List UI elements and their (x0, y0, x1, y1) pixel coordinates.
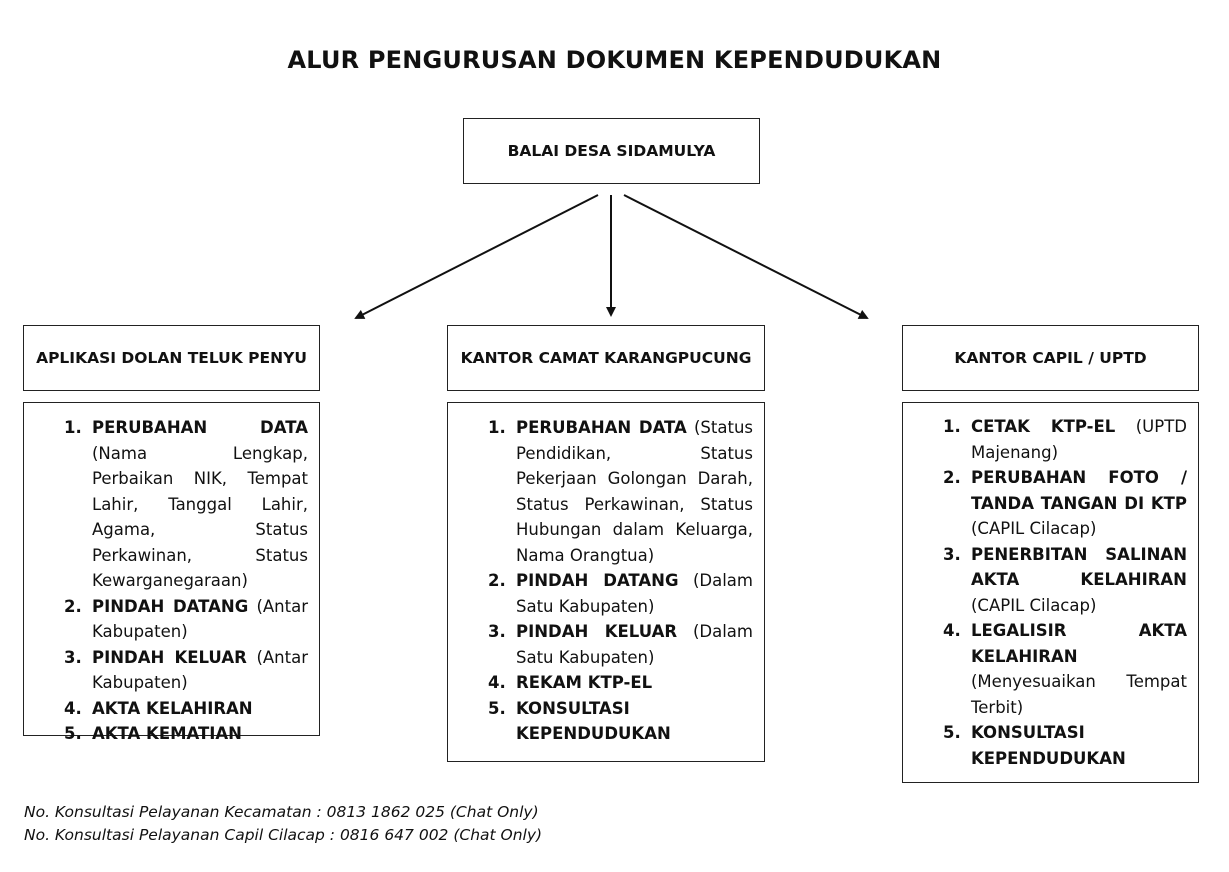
list-item: 3.PENERBITAN SALINAN AKTA KELAHIRAN (CAP… (943, 544, 1187, 615)
list-item: 2.PERUBAHAN FOTO / TANDA TANGAN DI KTP (… (943, 468, 1187, 538)
aplikasi-services-list: 1.PERUBAHAN DATA (Nama Lengkap, Perbaika… (64, 415, 309, 747)
list-item: 3.PINDAH KELUAR (Antar Kabupaten) (64, 647, 308, 693)
capil-header-box: KANTOR CAPIL / UPTD (902, 325, 1199, 391)
capil-header-label: KANTOR CAPIL / UPTD (954, 349, 1147, 367)
list-item: 1.CETAK KTP-EL (UPTD Majenang) (943, 417, 1187, 462)
footer-contact-kecamatan: No. Konsultasi Pelayanan Kecamatan : 081… (24, 803, 539, 821)
list-item: 1.PERUBAHAN DATA (Nama Lengkap, Perbaika… (64, 418, 308, 590)
root-node-label: BALAI DESA SIDAMULYA (507, 142, 716, 160)
list-item: 4.REKAM KTP-EL (488, 673, 653, 692)
list-item: 2.PINDAH DATANG (Antar Kabupaten) (64, 596, 309, 642)
aplikasi-services-box: 1.PERUBAHAN DATA (Nama Lengkap, Perbaika… (23, 402, 320, 743)
page-title: ALUR PENGURUSAN DOKUMEN KEPENDUDUKAN (287, 46, 942, 74)
list-item: 1.PERUBAHAN DATA (Status Pendidikan, Sta… (488, 418, 753, 565)
kecamatan-services-box: 1.PERUBAHAN DATA (Status Pendidikan, Sta… (447, 402, 765, 762)
list-item: 3.PINDAH KELUAR (Dalam Satu Kabupaten) (488, 622, 753, 667)
arrow-to-capil (623, 194, 869, 319)
arrow-to-aplikasi (354, 194, 599, 319)
list-item: 2.PINDAH DATANG (Dalam Satu Kabupaten) (488, 571, 753, 616)
list-item: 4.AKTA KELAHIRAN (64, 698, 253, 718)
kecamatan-services-list: 1.PERUBAHAN DATA (Status Pendidikan, Sta… (488, 415, 753, 747)
list-item: 5.KONSULTASI KEPENDUDUKAN (943, 723, 1126, 768)
list-item: 5.KONSULTASI KEPENDUDUKAN (488, 698, 671, 744)
footer-contact-capil: No. Konsultasi Pelayanan Capil Cilacap :… (24, 826, 543, 844)
aplikasi-header-box: APLIKASI DOLAN TELUK PENYU (23, 325, 320, 391)
list-item: 5.AKTA KEMATIAN (64, 724, 242, 743)
list-item: 4.LEGALISIR AKTA KELAHIRAN (Menyesuaikan… (943, 621, 1187, 717)
root-node-box: BALAI DESA SIDAMULYA (463, 118, 760, 184)
kecamatan-header-label: KANTOR CAMAT KARANGPUCUNG (460, 349, 752, 367)
aplikasi-header-label: APLIKASI DOLAN TELUK PENYU (36, 349, 307, 367)
capil-services-list: 1.CETAK KTP-EL (UPTD Majenang) 2.PERUBAH… (943, 414, 1187, 771)
kecamatan-header-box: KANTOR CAMAT KARANGPUCUNG (447, 325, 765, 391)
capil-services-box: 1.CETAK KTP-EL (UPTD Majenang) 2.PERUBAH… (902, 402, 1199, 783)
